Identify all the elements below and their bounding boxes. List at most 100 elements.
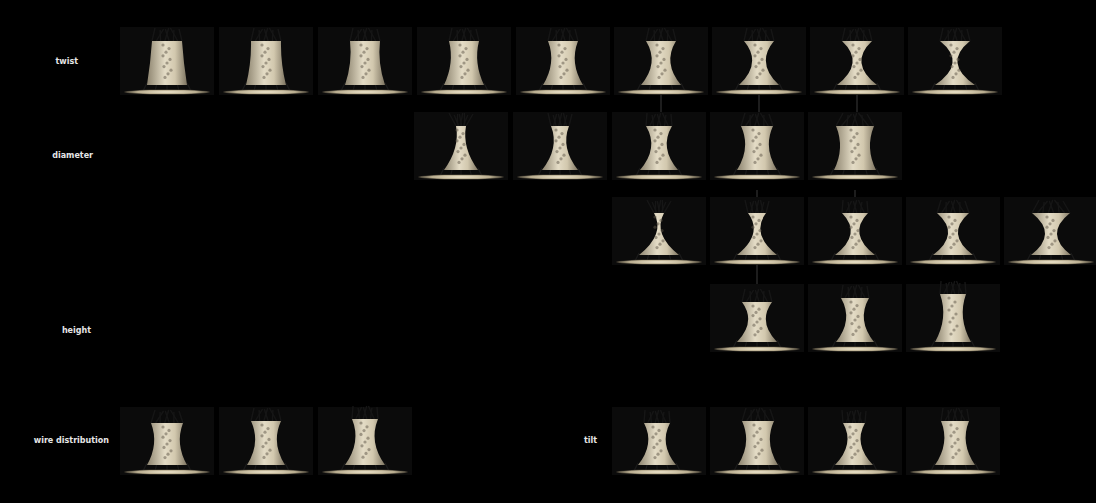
wire	[278, 29, 281, 41]
lamp-shade	[836, 298, 874, 342]
texture	[458, 43, 461, 46]
lamp-shade	[640, 126, 678, 170]
wire	[170, 410, 178, 423]
lamp-shade	[639, 213, 679, 255]
texture	[268, 449, 271, 452]
texture	[850, 456, 853, 459]
texture	[751, 128, 754, 131]
texture	[853, 146, 856, 149]
wire	[559, 113, 562, 126]
texture	[263, 431, 266, 434]
texture	[751, 304, 754, 307]
wire	[842, 28, 845, 41]
texture	[759, 239, 762, 242]
texture	[753, 54, 756, 57]
wire	[940, 28, 943, 41]
texture	[1048, 222, 1051, 225]
texture	[262, 76, 265, 79]
thumbnail-ground	[120, 407, 214, 475]
texture	[359, 54, 362, 57]
wire	[869, 29, 872, 41]
wire	[269, 408, 276, 421]
thumbnail-ground	[1004, 197, 1096, 265]
wire	[561, 29, 565, 41]
wire	[749, 115, 750, 126]
texture	[660, 143, 663, 146]
texture	[465, 58, 468, 61]
texture	[166, 453, 169, 456]
texture	[556, 161, 559, 164]
texture	[757, 61, 760, 64]
texture	[361, 456, 364, 459]
wire	[746, 290, 753, 302]
thumbnail-ground	[417, 27, 511, 95]
texture	[367, 448, 370, 451]
texture	[751, 215, 754, 218]
texture	[655, 161, 658, 164]
texture	[751, 314, 754, 317]
wire	[152, 28, 155, 41]
lamp-shade	[147, 423, 187, 465]
lamp-thumbnail	[908, 27, 1002, 95]
texture	[365, 47, 368, 50]
wire	[454, 115, 459, 126]
lamp-shade	[737, 213, 777, 255]
wire	[476, 29, 479, 41]
texture	[755, 431, 758, 434]
texture	[953, 61, 956, 64]
texture	[462, 61, 465, 64]
wire	[657, 201, 659, 213]
wire	[555, 30, 557, 41]
wire	[566, 28, 573, 41]
texture	[659, 61, 662, 64]
base-plate	[322, 89, 408, 94]
base-plate	[910, 469, 996, 474]
wire	[156, 411, 164, 423]
wire	[179, 411, 183, 423]
texture	[855, 439, 858, 442]
texture	[663, 69, 666, 72]
wire	[750, 202, 753, 213]
thumbnail-ground	[810, 27, 904, 95]
wire	[664, 28, 671, 41]
wire	[561, 28, 565, 41]
texture	[1047, 246, 1050, 249]
texture	[651, 436, 654, 439]
texture	[759, 154, 762, 157]
texture	[261, 65, 264, 68]
texture	[954, 72, 957, 75]
wire	[655, 410, 659, 423]
wire	[650, 412, 651, 423]
texture	[655, 43, 658, 46]
texture	[949, 43, 952, 46]
texture	[166, 72, 169, 75]
thumbnail-ground	[612, 112, 706, 180]
lamp-shade	[247, 421, 285, 465]
texture	[460, 157, 463, 160]
wire	[456, 30, 458, 41]
wire	[660, 410, 666, 423]
texture	[561, 61, 564, 64]
wire	[459, 114, 461, 126]
wire	[653, 30, 655, 41]
base-plate	[812, 346, 898, 351]
texture	[457, 161, 460, 164]
wire	[953, 408, 957, 421]
parameter-label: diameter	[52, 151, 93, 161]
wire	[462, 29, 466, 41]
texture	[1045, 215, 1048, 218]
wire	[179, 29, 182, 41]
wire	[1063, 201, 1070, 213]
wire	[769, 290, 772, 302]
texture	[953, 441, 956, 444]
lamp-shade	[835, 213, 875, 255]
wire	[569, 114, 572, 126]
texture	[1045, 226, 1048, 229]
wire	[965, 201, 969, 213]
base-plate	[421, 89, 507, 94]
base-plate	[910, 259, 996, 264]
lamp-thumbnail	[808, 407, 902, 475]
lamp-thumbnail	[417, 27, 511, 95]
wire	[760, 289, 767, 302]
lamp-thumbnail	[318, 27, 412, 95]
